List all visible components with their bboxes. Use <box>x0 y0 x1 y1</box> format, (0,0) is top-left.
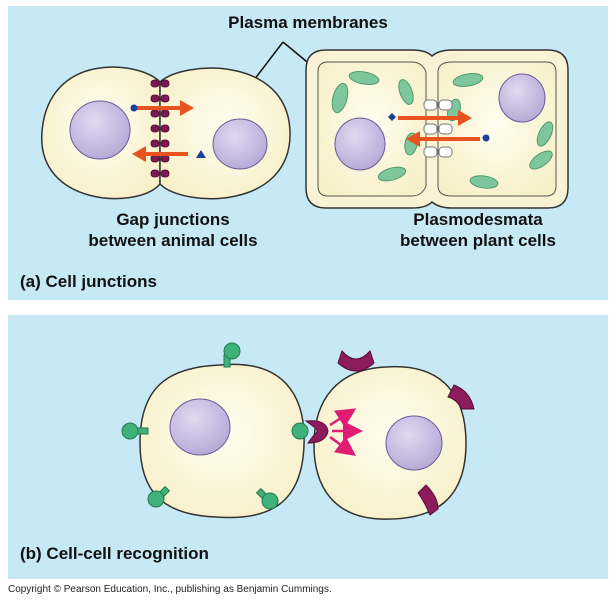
panel-a-caption: (a) Cell junctions <box>20 272 157 291</box>
receptor-bottom <box>417 484 439 516</box>
receptor-right-upper <box>447 384 475 410</box>
small-molecule-circle <box>130 104 138 112</box>
plasma-membranes-label: Plasma membranes <box>228 13 388 32</box>
nucleus-recognition-left <box>169 398 231 456</box>
panel-cell-junctions: Plasma membranes Gap junctions between a… <box>8 6 608 300</box>
plant-cells <box>305 49 569 209</box>
surface-ligands <box>121 342 309 510</box>
ligand-top <box>223 342 241 368</box>
plasmodesmata-label-line1: Plasmodesmata <box>413 210 543 229</box>
plasmodesmata-arrow-left <box>406 131 480 147</box>
cell-junctions-illustration <box>41 41 569 209</box>
chloroplasts <box>331 71 554 189</box>
nucleus-right-plant <box>498 73 546 123</box>
nucleus-left-animal <box>69 100 131 160</box>
ligand-bottom-right <box>255 487 279 510</box>
gap-junction-arrow-right <box>136 100 194 116</box>
small-molecule-diamond <box>388 113 396 121</box>
receptor-top <box>337 350 375 372</box>
cell-recognition-illustration <box>121 342 475 520</box>
panel-b-caption: (b) Cell-cell recognition <box>20 544 209 563</box>
nucleus-left-plant <box>334 117 386 171</box>
gap-junction-channels <box>150 79 170 178</box>
plasmodesmata-label-line2: between plant cells <box>400 231 556 250</box>
panel-cell-recognition: (b) Cell-cell recognition <box>8 315 608 579</box>
plasmodesmata-arrow-right <box>398 110 472 126</box>
small-molecule-dot <box>482 134 490 142</box>
recognition-signal-arrows <box>329 408 363 456</box>
ligand-bound <box>291 422 309 440</box>
small-molecule-triangle <box>196 150 206 158</box>
gap-junction-arrow-left <box>132 146 188 162</box>
nucleus-recognition-right <box>385 415 443 471</box>
ligand-left <box>121 422 149 440</box>
copyright-notice: Copyright © Pearson Education, Inc., pub… <box>8 584 332 595</box>
surface-receptors <box>304 350 475 516</box>
receptor-bound <box>304 420 329 444</box>
plasmodesmata-label: Plasmodesmata between plant cells <box>353 209 603 251</box>
plasmodesmata-channels <box>423 99 453 158</box>
gap-junctions-label-line2: between animal cells <box>88 231 258 250</box>
animal-cells <box>41 66 291 200</box>
ligand-bottom-left <box>147 485 171 508</box>
nucleus-right-animal <box>212 118 268 170</box>
gap-junctions-label-line1: Gap junctions <box>116 210 230 229</box>
gap-junctions-label: Gap junctions between animal cells <box>48 209 298 251</box>
